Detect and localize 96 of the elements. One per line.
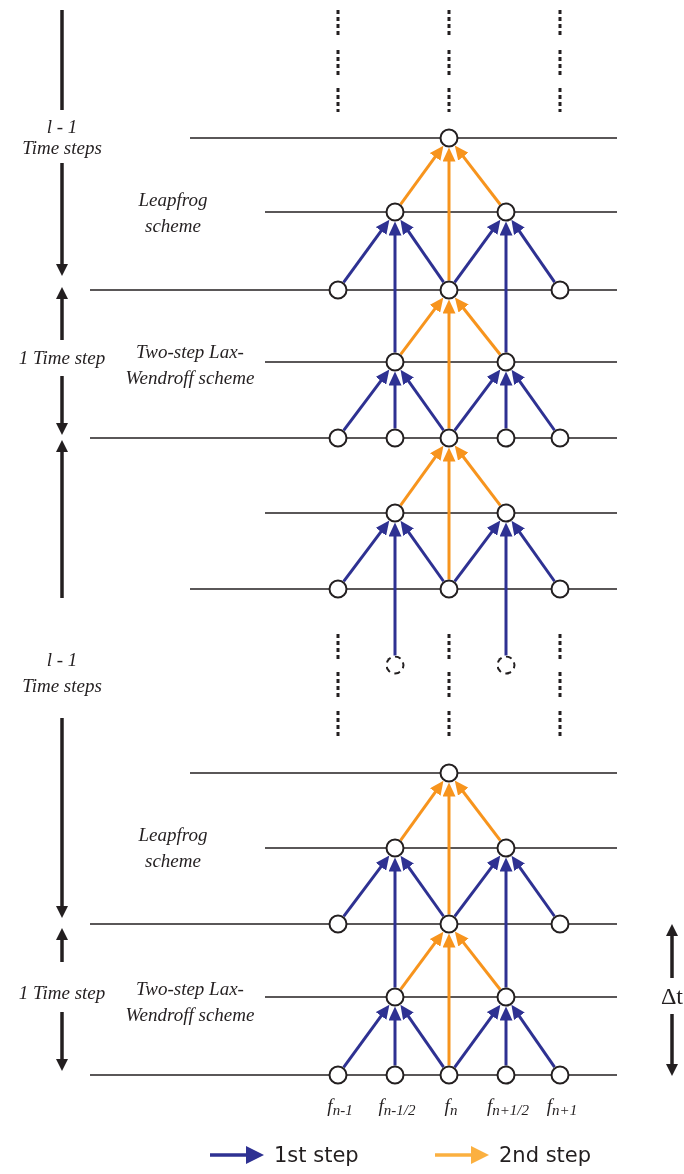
grid-point: [328, 914, 348, 934]
arrow: [399, 145, 444, 206]
arrow: [399, 780, 444, 842]
grid-point: [385, 202, 405, 222]
grid-point: [439, 280, 459, 300]
grid-point: [496, 202, 516, 222]
arrow: [499, 857, 513, 988]
scheme-label: Two-step Lax-Wendroff scheme: [125, 977, 255, 1027]
time-span-label: Time steps: [21, 674, 103, 698]
grid-point: [496, 352, 516, 372]
arrow: [454, 931, 502, 991]
grid-point: [439, 428, 459, 448]
arrow: [388, 221, 402, 353]
arrow: [399, 445, 444, 507]
arrow: [400, 520, 445, 583]
arrow: [453, 1004, 501, 1069]
variable-label: f$_{n}$: [444, 1095, 458, 1119]
arrow: [442, 299, 456, 429]
grid-point: [439, 914, 459, 934]
arrow: [388, 857, 402, 988]
arrow: [342, 855, 390, 918]
arrow: [499, 522, 513, 656]
grid-point: [496, 503, 516, 523]
legend-label: 2nd step: [499, 1143, 592, 1167]
arrow: [442, 447, 456, 580]
variable-label: f$_{n-1}$: [327, 1095, 353, 1119]
time-span-label: 1 Time step: [17, 981, 107, 1005]
time-span-label: Time steps: [21, 136, 103, 160]
variable-label: f$_{n+1/2}$: [486, 1095, 530, 1119]
arrow: [499, 221, 513, 353]
grid-point: [328, 280, 348, 300]
grid-point: [385, 503, 405, 523]
grid-point: [385, 838, 405, 858]
arrow: [342, 1004, 390, 1069]
grid-point: [439, 763, 459, 783]
arrow: [454, 445, 502, 507]
arrow: [454, 145, 502, 206]
scheme-label: Two-step Lax-Wendroff scheme: [125, 340, 255, 390]
grid-point: [439, 1065, 459, 1085]
time-span-label: l - 1: [45, 115, 79, 139]
arrow: [400, 855, 445, 918]
time-span-label: 1 Time step: [17, 346, 107, 370]
arrow: [453, 219, 501, 284]
grid-point: [550, 914, 570, 934]
arrow: [399, 297, 444, 356]
grid-point: [328, 1065, 348, 1085]
arrow: [511, 520, 556, 583]
arrow: [400, 369, 445, 432]
arrow: [342, 520, 390, 583]
grid-point: [496, 838, 516, 858]
arrow: [453, 855, 501, 918]
grid-point: [550, 280, 570, 300]
grid-point: [328, 428, 348, 448]
time-span-label: l - 1: [45, 648, 79, 672]
arrow: [442, 147, 456, 281]
grid-point: [496, 987, 516, 1007]
arrow: [454, 297, 502, 356]
arrow: [511, 219, 556, 284]
arrow: [388, 371, 402, 429]
grid-point: [550, 1065, 570, 1085]
scheme-label: Leapfrog scheme: [137, 823, 209, 873]
arrow: [442, 933, 456, 1066]
arrow: [342, 369, 390, 432]
grid-point: [550, 579, 570, 599]
arrow: [442, 782, 456, 915]
scheme-label: Leapfrog scheme: [137, 188, 209, 238]
arrow: [499, 371, 513, 429]
arrow: [454, 780, 502, 842]
grid-point: [439, 128, 459, 148]
arrow: [342, 219, 390, 284]
variable-label: f$_{n+1}$: [546, 1095, 578, 1119]
variable-label: f$_{n-1/2}$: [378, 1095, 416, 1119]
grid-point: [385, 987, 405, 1007]
grid-point: [439, 579, 459, 599]
grid-point: [385, 352, 405, 372]
arrow: [499, 1006, 513, 1066]
dashed-grid-point: [496, 655, 516, 675]
arrow: [400, 1004, 445, 1069]
arrow: [511, 855, 556, 918]
arrow: [388, 1006, 402, 1066]
arrow: [400, 219, 445, 284]
arrow: [453, 369, 501, 432]
delta-t-label: Δt: [659, 983, 684, 1009]
grid-point: [496, 428, 516, 448]
arrow: [453, 520, 501, 583]
grid-point: [550, 428, 570, 448]
legend-label: 1st step: [274, 1143, 359, 1167]
arrow: [388, 522, 402, 656]
arrow: [511, 1004, 556, 1069]
grid-point: [496, 1065, 516, 1085]
arrow: [511, 369, 556, 432]
arrow: [399, 931, 444, 991]
grid-point: [385, 1065, 405, 1085]
dashed-grid-point: [385, 655, 405, 675]
grid-point: [385, 428, 405, 448]
grid-point: [328, 579, 348, 599]
